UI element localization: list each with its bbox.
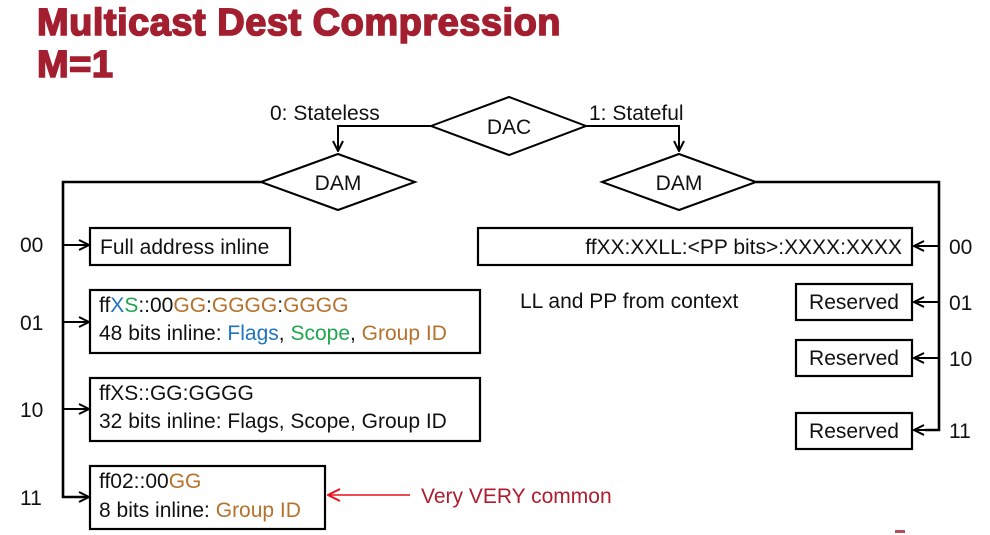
- text-run-plain: ,: [279, 322, 291, 345]
- stateless-option-11: ff02::00GG 8 bits inline: Group ID: [88, 464, 327, 531]
- stateless-code-00: 00: [20, 234, 43, 257]
- option-line1: ffXS::GG:GGGG: [99, 382, 254, 405]
- stateless-option-10: ffXS::GG:GGGG 32 bits inline: Flags, Sco…: [88, 376, 482, 443]
- stateful-note: LL and PP from context: [520, 290, 738, 313]
- stateless-bus: [61, 180, 261, 499]
- text-run-group: Group ID: [216, 499, 301, 522]
- text-run-group: GG: [169, 470, 202, 493]
- option-line1: ffXS::00GG:GGGG:GGGG: [99, 294, 348, 317]
- option-box: [794, 282, 914, 322]
- stateful-dam-label: DAM: [656, 172, 703, 195]
- stateless-dam-decision: DAM: [258, 152, 418, 212]
- text-run-group: GGGG: [212, 294, 277, 317]
- option-box: [88, 288, 482, 355]
- text-run-group: GGGG: [283, 294, 348, 317]
- option-box: [794, 411, 914, 451]
- text-run-plain: ff02::00: [99, 470, 169, 493]
- slide-subtitle: M=1: [36, 44, 114, 86]
- text-run-group: Group ID: [362, 322, 447, 345]
- stateful-option-10: Reserved: [794, 338, 914, 378]
- stateless-option-01: ffXS::00GG:GGGG:GGGG 48 bits inline: Fla…: [88, 288, 482, 355]
- text-run-plain: Full address inline: [100, 236, 269, 259]
- option-label: Reserved: [809, 347, 899, 370]
- stateful-branch-label: 1: Stateful: [589, 102, 684, 125]
- stateless-branch-label: 0: Stateless: [270, 102, 380, 125]
- slide-number-fragment: [895, 530, 905, 533]
- stateful-bus: [756, 180, 941, 432]
- stateful-code-10: 10: [949, 348, 972, 371]
- option-line2: 32 bits inline: Flags, Scope, Group ID: [99, 410, 447, 433]
- stateless-code-11: 11: [20, 487, 42, 510]
- option-box: [88, 376, 482, 443]
- text-run-flags: X: [110, 294, 124, 317]
- stateful-code-01: 01: [949, 292, 972, 315]
- stateless-dam-label: DAM: [315, 172, 362, 195]
- text-run-scope: S: [124, 294, 138, 317]
- text-run-flags: Flags: [227, 322, 278, 345]
- stateless-connector: [338, 125, 431, 151]
- dac-label: DAC: [487, 116, 531, 139]
- option-box: [88, 226, 292, 267]
- callout-text: Very VERY common: [421, 485, 612, 508]
- option-line2: 8 bits inline: Group ID: [99, 499, 301, 522]
- text-run-plain: :: [206, 294, 212, 317]
- stateful-dam-decision: DAM: [599, 152, 759, 212]
- option-label: Reserved: [809, 291, 899, 314]
- text-run-plain: ::00: [138, 294, 173, 317]
- stateful-code-00: 00: [949, 236, 972, 259]
- option-line2: 48 bits inline: Flags, Scope, Group ID: [99, 322, 447, 345]
- option-box: [88, 464, 327, 531]
- option-line1: ff02::00GG: [99, 470, 201, 493]
- stateful-option-01: Reserved: [794, 282, 914, 322]
- option-box: [476, 226, 914, 267]
- text-run-plain: 32 bits inline: Flags, Scope, Group ID: [99, 410, 447, 433]
- stateful-connector: [586, 125, 679, 151]
- stateful-option-11: Reserved: [794, 411, 914, 451]
- option-box: [794, 338, 914, 378]
- option-label: ffXX:XXLL:<PP bits>:XXXX:XXXX: [585, 236, 902, 259]
- text-run-plain: ffXS::GG:GGGG: [99, 382, 254, 405]
- text-run-plain: ff: [99, 294, 110, 317]
- stateful-option-00: ffXX:XXLL:<PP bits>:XXXX:XXXX: [476, 226, 914, 267]
- text-run-plain: ,: [350, 322, 362, 345]
- stateless-option-00: Full address inline: [88, 226, 292, 267]
- text-run-group: GG: [173, 294, 206, 317]
- stateless-code-01: 01: [20, 312, 43, 335]
- option-label: Reserved: [809, 420, 899, 443]
- option-line1: Full address inline: [100, 236, 269, 259]
- stateless-dam-diamond: [258, 152, 418, 212]
- dac-decision: DAC: [428, 95, 589, 157]
- text-run-plain: :: [277, 294, 283, 317]
- stateless-code-10: 10: [20, 399, 43, 422]
- text-run-plain: 8 bits inline:: [99, 499, 216, 522]
- stateful-code-11: 11: [949, 420, 971, 443]
- text-run-plain: 48 bits inline:: [99, 322, 227, 345]
- slide-title: Multicast Dest Compression: [36, 2, 561, 44]
- text-run-scope: Scope: [290, 322, 350, 345]
